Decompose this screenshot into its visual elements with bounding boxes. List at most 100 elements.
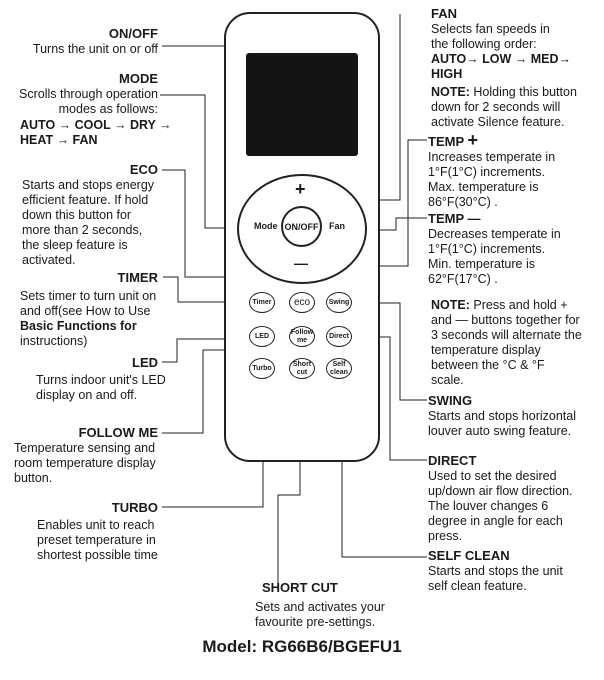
fan-line: HIGH — [431, 67, 463, 81]
eco-title: ECO — [129, 162, 158, 177]
plus-icon[interactable]: + — [295, 179, 306, 199]
eco-button[interactable]: eco — [289, 292, 315, 313]
fan-note-line: Holding this button — [469, 85, 577, 99]
eco-line: the sleep feature is — [22, 238, 128, 252]
direct-line: Used to set the desired — [428, 469, 557, 483]
swing-callout: SWING Starts and stops horizontal louver… — [428, 393, 600, 439]
timer-button[interactable]: Timer — [249, 292, 275, 313]
swing-line: Starts and stops horizontal — [428, 409, 576, 423]
fan-note-line: activate Silence feature. — [431, 115, 565, 129]
eco-title-block: ECO — [0, 162, 158, 178]
note-line: scale. — [431, 373, 464, 387]
fan-note-label: NOTE: — [431, 85, 470, 99]
on-off-line: Turns the unit on or off — [32, 42, 158, 56]
eco-line: Starts and stops energy — [22, 178, 155, 192]
eco-line: efficient feature. If hold — [22, 193, 149, 207]
fan-line: AUTO→ LOW → MED→ — [431, 52, 572, 66]
self-clean-button[interactable]: Self clean — [326, 358, 352, 379]
minus-icon: — — [467, 211, 481, 226]
mode-line: Scrolls through operation — [19, 87, 158, 101]
temp-down-title-row: TEMP — — [428, 211, 598, 227]
mode-button[interactable]: Mode — [254, 221, 278, 231]
fan-line: the following order: — [431, 37, 537, 51]
direct-line: The louver changes 6 — [428, 499, 549, 513]
timer-callout: Sets timer to turn unit on and off(see H… — [20, 289, 156, 349]
note-line: and — buttons together for — [431, 313, 580, 327]
short-cut-button[interactable]: Short cut — [289, 358, 315, 379]
turbo-title-block: TURBO — [0, 500, 158, 516]
note-label: NOTE: — [431, 298, 470, 312]
timer-line: Basic Functions for — [20, 319, 137, 333]
short-cut-line: favourite pre-settings. — [255, 615, 376, 629]
follow-me-line: Temperature sensing and — [14, 441, 156, 455]
temp-up-line: 86°F(30°C) . — [428, 195, 498, 209]
direct-line: degree in angle for each — [428, 514, 563, 528]
eco-line: more than 2 seconds, — [22, 223, 143, 237]
short-cut-line: Sets and activates your — [255, 600, 385, 614]
note-line: between the °C & °F — [431, 358, 545, 372]
fan-button[interactable]: Fan — [329, 221, 346, 231]
temp-down-line: Decreases temperate in — [428, 227, 561, 241]
follow-me-title-block: FOLLOW ME — [0, 425, 158, 441]
temp-down-title: TEMP — [428, 211, 464, 226]
mode-line: AUTO → COOL → DRY → — [20, 118, 172, 132]
temp-up-line: Max. temperature is — [428, 180, 539, 194]
turbo-line: Enables unit to reach — [37, 518, 155, 532]
direct-line: press. — [428, 529, 463, 543]
led-title: LED — [132, 355, 158, 370]
fan-callout: FAN — [404, 6, 599, 22]
led-button[interactable]: LED — [249, 326, 275, 347]
note-line: 3 seconds will alternate the — [431, 328, 582, 342]
temp-down-line: 62°F(17°C) . — [428, 272, 498, 286]
note-first-line: NOTE: Press and hold + — [431, 298, 601, 313]
on-off-callout: ON/OFF Turns the unit on or off — [0, 26, 158, 57]
temp-up-line: 1°F(1°C) increments. — [428, 165, 545, 179]
follow-me-button[interactable]: Follow me — [289, 326, 315, 347]
temp-up-callout: TEMP + Increases temperate in 1°F(1°C) i… — [428, 131, 598, 210]
direct-callout: DIRECT Used to set the desired up/down a… — [428, 453, 600, 544]
control-ring[interactable] — [237, 174, 367, 284]
temp-down-line: 1°F(1°C) increments. — [428, 242, 545, 256]
direct-title: DIRECT — [428, 453, 477, 468]
follow-me-callout: Temperature sensing and room temperature… — [14, 441, 156, 486]
note-callout: NOTE: Press and hold + and — buttons tog… — [431, 298, 601, 388]
temp-down-callout: TEMP — Decreases temperate in 1°F(1°C) i… — [428, 211, 598, 287]
direct-line: up/down air flow direction. — [428, 484, 573, 498]
mode-line: HEAT → FAN — [20, 133, 98, 147]
eco-callout: Starts and stops energy efficient featur… — [22, 178, 154, 268]
fan-line: Selects fan speeds in — [431, 22, 550, 36]
direct-button[interactable]: Direct — [326, 326, 352, 347]
swing-button[interactable]: Swing — [326, 292, 352, 313]
eco-line: down this button for — [22, 208, 132, 222]
timer-title: TIMER — [117, 270, 158, 285]
fan-note: NOTE: Holding this button — [431, 85, 601, 100]
model-label: Model: RG66B6/BGEFU1 — [202, 637, 402, 656]
turbo-line: shortest possible time — [37, 548, 158, 562]
led-desc: Turns indoor unit's LED display on and o… — [36, 373, 166, 403]
led-line: display on and off. — [36, 388, 138, 402]
swing-line: louver auto swing feature. — [428, 424, 572, 438]
on-off-title: ON/OFF — [108, 26, 158, 41]
short-cut-desc: Sets and activates your favourite pre-se… — [255, 600, 385, 630]
self-clean-line: Starts and stops the unit — [428, 564, 563, 578]
fan-note-line: down for 2 seconds will — [431, 100, 561, 114]
note-line: Press and hold + — [469, 298, 568, 312]
follow-me-line: room temperature display — [14, 456, 156, 470]
self-clean-callout: SELF CLEAN Starts and stops the unit sel… — [428, 548, 600, 594]
fan-title: FAN — [431, 6, 457, 21]
on-off-button[interactable]: ON/OFF — [281, 206, 322, 247]
mode-sequence: AUTO → COOL → DRY → HEAT → FAN — [20, 118, 172, 148]
turbo-button[interactable]: Turbo — [249, 358, 275, 379]
timer-title-block: TIMER — [0, 270, 158, 286]
led-line: Turns indoor unit's LED — [36, 373, 166, 387]
fan-desc: Selects fan speeds in the following orde… — [431, 22, 601, 130]
note-line: temperature display — [431, 343, 541, 357]
follow-me-title: FOLLOW ME — [78, 425, 158, 440]
mode-line: modes as follows: — [58, 102, 158, 116]
self-clean-line: self clean feature. — [428, 579, 527, 593]
minus-icon[interactable]: — — [294, 255, 308, 271]
mode-callout: MODE Scrolls through operation modes as … — [0, 71, 158, 117]
lcd-screen — [246, 53, 358, 156]
temp-up-title-row: TEMP + — [428, 131, 598, 150]
temp-up-title: TEMP — [428, 134, 464, 149]
